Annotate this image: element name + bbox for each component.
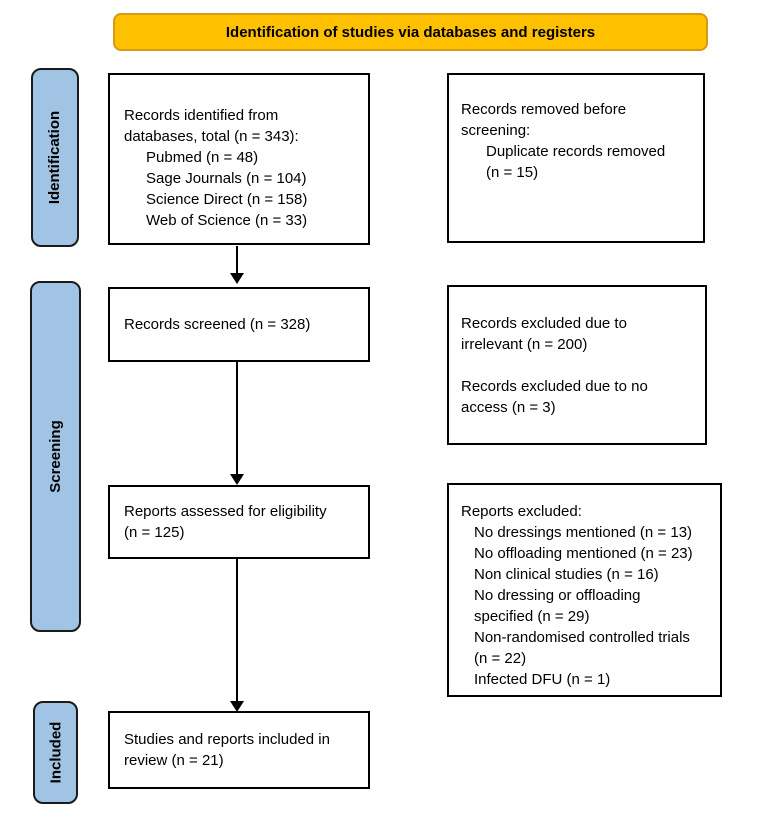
- arrow-head-icon: [230, 273, 244, 284]
- text-line: Non clinical studies (n = 16): [474, 566, 659, 583]
- text-line: Records excluded due to: [461, 314, 627, 332]
- arrow-shaft: [236, 362, 238, 476]
- stage-label-included: Included: [33, 701, 78, 804]
- box-records-screened: Records screened (n = 328): [108, 287, 370, 362]
- arrow-head-icon: [230, 474, 244, 485]
- arrow-identified-to-screened: [230, 246, 244, 284]
- text-line: databases, total (n = 343):: [124, 128, 299, 145]
- text-line: review (n = 21): [124, 752, 224, 769]
- box-records-excluded: Records excluded due to irrelevant (n = 2…: [447, 285, 707, 445]
- arrow-assessed-to-included: [230, 559, 244, 712]
- text-line: Studies and reports included in: [124, 731, 330, 748]
- text-line: No dressing or offloading: [474, 587, 641, 604]
- text-line: Infected DFU (n = 1): [474, 671, 611, 688]
- text-line: (n = 15): [486, 164, 539, 181]
- arrow-screened-to-assessed: [230, 362, 244, 485]
- text-line: (n = 22): [474, 650, 527, 667]
- stage-label-included-text: Included: [47, 721, 65, 784]
- banner-label: Identification of studies via databases …: [225, 23, 596, 41]
- text-line: Reports assessed for eligibility: [124, 503, 327, 520]
- box-studies-included: Studies and reports included in review (n…: [108, 711, 370, 789]
- box-reports-excluded: Reports excluded: No dressings mentioned …: [447, 483, 722, 697]
- box-records-identified: Records identified from databases, total …: [108, 73, 370, 245]
- text-line: No dressings mentioned (n = 13): [474, 524, 693, 541]
- arrow-shaft: [236, 559, 238, 703]
- text-line: Science Direct (n = 158): [146, 191, 308, 208]
- text-line: Pubmed (n = 48): [146, 149, 259, 166]
- text-line: access (n = 3): [461, 398, 556, 416]
- arrow-shaft: [236, 246, 238, 275]
- arrow-head-icon: [230, 701, 244, 712]
- text-line: Records removed before: [461, 101, 627, 118]
- text-line: Reports excluded:: [461, 503, 582, 520]
- stage-label-identification-text: Identification: [46, 110, 64, 205]
- text-line: Records screened (n = 328): [124, 316, 311, 333]
- text-line: (n = 125): [124, 524, 185, 541]
- stage-label-screening: Screening: [30, 281, 81, 632]
- stage-label-screening-text: Screening: [47, 420, 64, 493]
- text-line: Records excluded due to no: [461, 377, 648, 395]
- text-line: Sage Journals (n = 104): [146, 170, 307, 187]
- text-line: Non-randomised controlled trials: [474, 629, 690, 646]
- text-line: No offloading mentioned (n = 23): [474, 545, 693, 562]
- text-line: screening:: [461, 122, 531, 139]
- text-line: irrelevant (n = 200): [461, 335, 588, 353]
- text-line: specified (n = 29): [474, 608, 590, 625]
- box-records-removed: Records removed before screening: Duplicat…: [447, 73, 705, 243]
- text-line: Duplicate records removed: [486, 143, 666, 160]
- text-line: Records identified from: [124, 107, 279, 124]
- box-reports-assessed: Reports assessed for eligibility (n = 125…: [108, 485, 370, 559]
- text-line: Web of Science (n = 33): [146, 212, 308, 229]
- text-line: [461, 355, 705, 376]
- banner: Identification of studies via databases …: [113, 13, 708, 51]
- stage-label-identification: Identification: [31, 68, 79, 247]
